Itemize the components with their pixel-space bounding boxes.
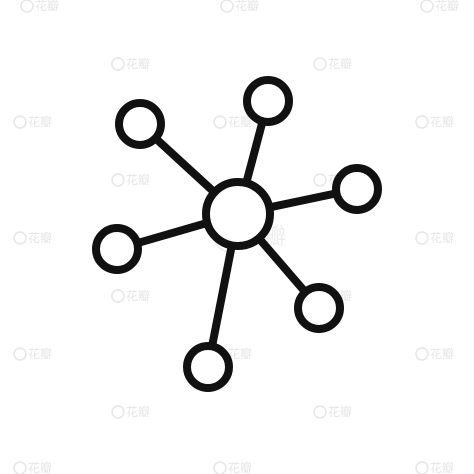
svg-text:花瓣: 花瓣 (235, 0, 259, 13)
svg-text:花瓣: 花瓣 (28, 230, 52, 245)
outer-node (115, 99, 165, 149)
outer-node (332, 164, 382, 214)
svg-text:花瓣: 花瓣 (35, 0, 59, 13)
svg-text:花瓣: 花瓣 (228, 114, 252, 129)
watermark-mark: 花瓣 (213, 114, 252, 129)
watermark-mark: 花瓣 (313, 56, 352, 71)
watermark-mark: 花瓣 (13, 114, 52, 129)
outer-node (183, 342, 233, 392)
svg-text:花瓣: 花瓣 (126, 172, 150, 187)
svg-text:花瓣: 花瓣 (126, 288, 150, 303)
watermark-mark: 花瓣 (111, 56, 150, 71)
svg-text:花瓣: 花瓣 (28, 346, 52, 361)
svg-text:花瓣: 花瓣 (28, 114, 52, 129)
watermark-mark: 花瓣 (415, 346, 454, 361)
watermark-mark: 花瓣 (415, 114, 454, 129)
watermark-mark: 花瓣 (415, 460, 454, 474)
svg-text:花瓣: 花瓣 (328, 404, 352, 419)
svg-text:花瓣: 花瓣 (228, 346, 252, 361)
svg-text:花瓣: 花瓣 (28, 460, 52, 474)
watermark-mark: 花瓣 (313, 404, 352, 419)
outer-node (92, 224, 142, 274)
svg-text:花瓣: 花瓣 (228, 460, 252, 474)
watermark-mark: 花瓣 (111, 172, 150, 187)
watermark-mark: 花瓣 (420, 0, 459, 13)
svg-text:花瓣: 花瓣 (126, 404, 150, 419)
center-node (202, 178, 274, 250)
watermark-mark: 花瓣 (20, 0, 59, 13)
watermark-mark: 花瓣 (13, 460, 52, 474)
watermark-mark: 花瓣 (220, 0, 259, 13)
svg-text:花瓣: 花瓣 (126, 56, 150, 71)
svg-text:花瓣: 花瓣 (435, 0, 459, 13)
watermark-pattern: 花瓣 花瓣 花瓣 花瓣 花瓣 花瓣 (13, 0, 459, 474)
svg-text:花瓣: 花瓣 (430, 230, 454, 245)
svg-text:花瓣: 花瓣 (328, 56, 352, 71)
watermark-mark: 花瓣 (111, 288, 150, 303)
watermark-mark: 花瓣 (415, 230, 454, 245)
watermark-mark: 花瓣 (111, 404, 150, 419)
svg-text:花瓣: 花瓣 (430, 460, 454, 474)
svg-text:花瓣: 花瓣 (430, 114, 454, 129)
outer-node (294, 283, 344, 333)
watermark-mark: 花瓣 (213, 460, 252, 474)
svg-text:花瓣: 花瓣 (430, 346, 454, 361)
network-nodes-icon (92, 76, 382, 392)
outer-node (243, 76, 293, 126)
watermark-mark: 花瓣 (13, 346, 52, 361)
watermark-mark: 花瓣 (13, 230, 52, 245)
